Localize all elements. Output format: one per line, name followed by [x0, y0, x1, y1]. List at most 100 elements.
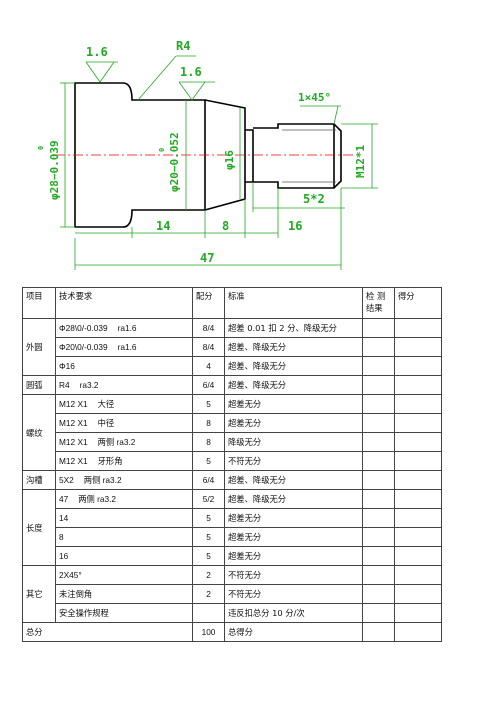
requirement-note: 大径 — [97, 399, 115, 409]
standard-cell: 超差无分 — [224, 508, 363, 528]
points-cell[interactable] — [394, 337, 442, 357]
result-cell[interactable] — [362, 489, 395, 509]
requirement-text: 5X2 — [59, 475, 74, 485]
requirement-note: 两侧 ra3.2 — [78, 494, 117, 504]
score-cell: 5 — [192, 394, 225, 414]
standard-cell: 降级无分 — [224, 432, 363, 452]
score-cell: 5 — [192, 451, 225, 471]
points-cell[interactable] — [394, 356, 442, 376]
requirement-text: 未注倒角 — [59, 589, 93, 599]
requirement-cell: 16 — [55, 546, 193, 566]
score-cell: 8 — [192, 432, 225, 452]
requirement-cell: Φ28\0/-0.039 ra1.6 — [55, 318, 193, 338]
total-result-cell[interactable] — [362, 622, 395, 642]
points-cell[interactable] — [394, 603, 442, 623]
result-cell[interactable] — [362, 375, 395, 395]
category-cell: 外圆 — [22, 318, 56, 376]
requirement-note: 两侧 ra3.2 — [97, 437, 136, 447]
result-cell[interactable] — [362, 527, 395, 547]
points-cell[interactable] — [394, 375, 442, 395]
result-cell[interactable] — [362, 337, 395, 357]
length-16-label: 16 — [288, 219, 302, 233]
result-cell[interactable] — [362, 565, 395, 585]
requirement-cell: M12 X1 两侧 ra3.2 — [55, 432, 193, 452]
result-cell[interactable] — [362, 508, 395, 528]
requirement-text: Φ20\0/-0.039 — [59, 342, 108, 352]
thread-label: M12*1 — [354, 145, 367, 178]
score-cell: 6/4 — [192, 470, 225, 490]
category-cell: 螺纹 — [22, 394, 56, 471]
points-cell[interactable] — [394, 394, 442, 414]
category-cell: 沟槽 — [22, 470, 56, 490]
standard-cell: 超差、降级无分 — [224, 337, 363, 357]
result-cell[interactable] — [362, 584, 395, 604]
points-cell[interactable] — [394, 546, 442, 566]
requirement-text: Φ28\0/-0.039 — [59, 323, 108, 333]
result-cell[interactable] — [362, 394, 395, 414]
result-cell[interactable] — [362, 413, 395, 433]
points-cell[interactable] — [394, 584, 442, 604]
points-cell[interactable] — [394, 489, 442, 509]
requirement-cell: 14 — [55, 508, 193, 528]
result-cell[interactable] — [362, 603, 395, 623]
requirement-text: 2X45° — [59, 570, 82, 580]
total-points-cell[interactable] — [394, 622, 442, 642]
points-cell[interactable] — [394, 432, 442, 452]
score-cell: 5 — [192, 527, 225, 547]
points-cell[interactable] — [394, 470, 442, 490]
requirement-text: M12 X1 — [59, 456, 88, 466]
requirement-note: ra3.2 — [79, 380, 99, 390]
score-cell: 6/4 — [192, 375, 225, 395]
category-cell: 其它 — [22, 565, 56, 623]
points-cell[interactable] — [394, 508, 442, 528]
requirement-text: M12 X1 — [59, 418, 88, 428]
roughness-label-left: 1.6 — [86, 45, 108, 59]
result-cell[interactable] — [362, 451, 395, 471]
header-points: 得分 — [394, 287, 442, 319]
requirement-note: ra1.6 — [117, 323, 137, 333]
length-14-label: 14 — [156, 219, 170, 233]
requirement-text: R4 — [59, 380, 70, 390]
result-cell[interactable] — [362, 318, 395, 338]
requirement-cell: Φ16 — [55, 356, 193, 376]
header-requirement: 技术要求 — [55, 287, 193, 319]
groove-label: 5*2 — [303, 192, 325, 206]
result-cell[interactable] — [362, 432, 395, 452]
standard-cell: 不符无分 — [224, 565, 363, 585]
requirement-cell: 47 两侧 ra3.2 — [55, 489, 193, 509]
part-drawing: 1.6 R4 1.6 1×45° 5*2 14 8 16 47 φ28−0.03… — [37, 39, 378, 270]
points-cell[interactable] — [394, 451, 442, 471]
requirement-cell: 2X45° — [55, 565, 193, 585]
requirement-cell: R4 ra3.2 — [55, 375, 193, 395]
length-47-label: 47 — [200, 251, 214, 265]
requirement-text: 47 — [59, 494, 69, 504]
result-cell[interactable] — [362, 356, 395, 376]
points-cell[interactable] — [394, 527, 442, 547]
result-cell[interactable] — [362, 470, 395, 490]
score-cell: 5/2 — [192, 489, 225, 509]
table-row: 安全操作规程违反扣总分 10 分/次 — [23, 603, 442, 623]
roughness-label-mid: 1.6 — [180, 65, 202, 79]
requirement-text: M12 X1 — [59, 437, 88, 447]
score-cell: 4 — [192, 356, 225, 376]
points-cell[interactable] — [394, 318, 442, 338]
result-cell[interactable] — [362, 546, 395, 566]
points-cell[interactable] — [394, 413, 442, 433]
score-cell: 8 — [192, 413, 225, 433]
dimension-lines — [60, 55, 378, 270]
header-result: 检 测 结果 — [362, 287, 395, 319]
points-cell[interactable] — [394, 565, 442, 585]
